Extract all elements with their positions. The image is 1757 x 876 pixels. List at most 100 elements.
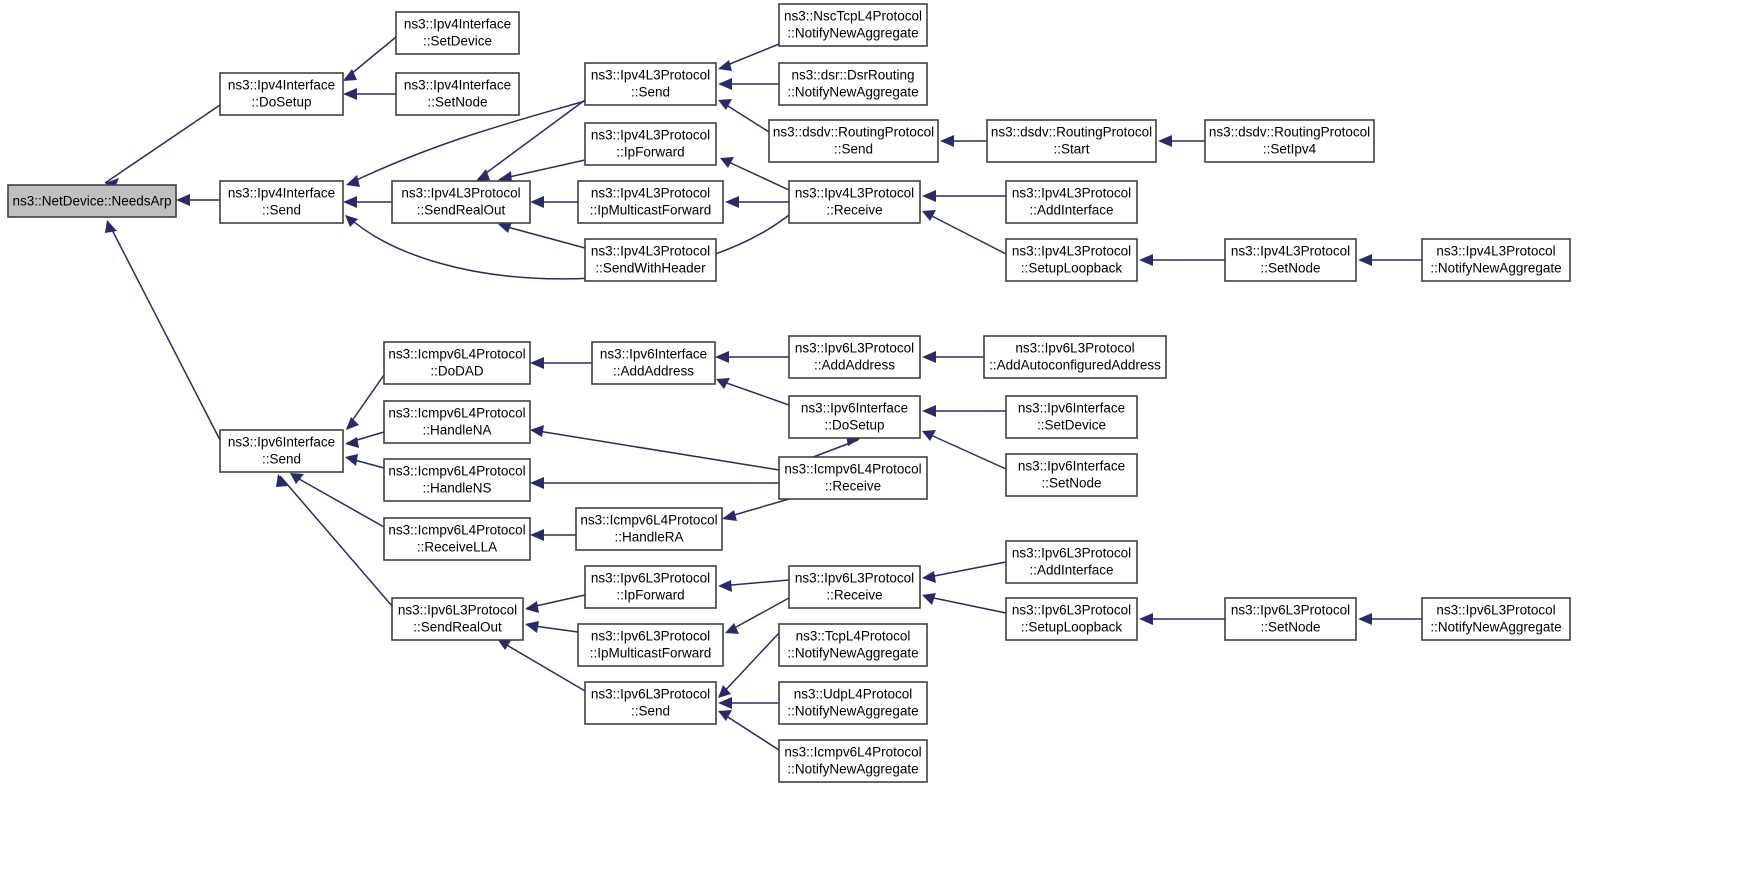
- node-box[interactable]: [391, 180, 531, 224]
- node-box[interactable]: [1005, 180, 1138, 224]
- node-box[interactable]: [383, 341, 531, 385]
- graph-node-ip4l3_sendwithheader[interactable]: ns3::Ipv4L3Protocol::SendWithHeader: [584, 238, 717, 282]
- graph-node-ip4l3_ipforward[interactable]: ns3::Ipv4L3Protocol::IpForward: [584, 122, 717, 166]
- graph-node-ip4l3_ipmcfwd[interactable]: ns3::Ipv4L3Protocol::IpMulticastForward: [577, 180, 724, 224]
- node-box[interactable]: [391, 597, 524, 641]
- graph-node-ip6l3_ipmcfwd[interactable]: ns3::Ipv6L3Protocol::IpMulticastForward: [577, 623, 724, 667]
- graph-node-ip6l3_addaddress[interactable]: ns3::Ipv6L3Protocol::AddAddress: [788, 335, 921, 379]
- graph-node-ip4l3_send[interactable]: ns3::Ipv4L3Protocol::Send: [584, 62, 717, 106]
- graph-node-ip6l3_send[interactable]: ns3::Ipv6L3Protocol::Send: [584, 681, 717, 725]
- node-box[interactable]: [219, 180, 344, 224]
- arrowhead-icon: [290, 473, 304, 484]
- node-box[interactable]: [1005, 540, 1138, 584]
- node-box[interactable]: [584, 238, 717, 282]
- node-box[interactable]: [986, 119, 1157, 163]
- graph-node-icmp6_receive[interactable]: ns3::Icmpv6L4Protocol::Receive: [778, 456, 928, 500]
- node-box[interactable]: [395, 72, 520, 116]
- call-edge-ip4l3_send-to-ip4l3_sendrealout: [477, 99, 586, 180]
- call-edge-ip4l3_setuploopback-to-ip4l3_receive: [923, 211, 1007, 255]
- node-box[interactable]: [983, 335, 1167, 379]
- node-box[interactable]: [584, 565, 717, 609]
- graph-node-tcp_nna[interactable]: ns3::TcpL4Protocol::NotifyNewAggregate: [778, 623, 928, 667]
- graph-node-icmp6_handlens[interactable]: ns3::Icmpv6L4Protocol::HandleNS: [383, 458, 531, 502]
- node-box[interactable]: [584, 62, 717, 106]
- graph-node-ip4if_dosetup[interactable]: ns3::Ipv4Interface::DoSetup: [219, 72, 344, 116]
- node-label-line2: ::AddInterface: [1029, 563, 1113, 578]
- node-box[interactable]: [778, 62, 928, 106]
- node-box[interactable]: [383, 517, 531, 561]
- graph-node-ip4l3_nna[interactable]: ns3::Ipv4L3Protocol::NotifyNewAggregate: [1421, 238, 1571, 282]
- graph-node-ip6l3_setnode[interactable]: ns3::Ipv6L3Protocol::SetNode: [1224, 597, 1357, 641]
- node-box[interactable]: [788, 395, 921, 439]
- graph-node-ip6if_setnode[interactable]: ns3::Ipv6Interface::SetNode: [1005, 453, 1138, 497]
- node-box[interactable]: [1005, 395, 1138, 439]
- graph-node-ip4if_setdevice[interactable]: ns3::Ipv4Interface::SetDevice: [395, 11, 520, 55]
- graph-node-ip6if_dosetup[interactable]: ns3::Ipv6Interface::DoSetup: [788, 395, 921, 439]
- node-box[interactable]: [1421, 238, 1571, 282]
- graph-node-nsctcp_nna[interactable]: ns3::NscTcpL4Protocol::NotifyNewAggregat…: [778, 3, 928, 47]
- call-edge-ip4if_dosetup-to-needsarp: [104, 104, 221, 184]
- graph-node-ip4l3_receive[interactable]: ns3::Ipv4L3Protocol::Receive: [788, 180, 921, 224]
- node-box[interactable]: [768, 119, 939, 163]
- node-box[interactable]: [788, 180, 921, 224]
- node-label-line2: ::Send: [834, 142, 873, 157]
- graph-node-ip6if_send[interactable]: ns3::Ipv6Interface::Send: [219, 429, 344, 473]
- graph-node-ip6if_setdevice[interactable]: ns3::Ipv6Interface::SetDevice: [1005, 395, 1138, 439]
- node-box[interactable]: [1224, 597, 1357, 641]
- graph-node-dsdv_setipv4[interactable]: ns3::dsdv::RoutingProtocol::SetIpv4: [1204, 119, 1375, 163]
- node-box[interactable]: [778, 456, 928, 500]
- node-box[interactable]: [591, 341, 716, 385]
- graph-node-icmp6_dodad[interactable]: ns3::Icmpv6L4Protocol::DoDAD: [383, 341, 531, 385]
- node-label-line2: ::Receive: [826, 588, 882, 603]
- graph-node-dsdv_start[interactable]: ns3::dsdv::RoutingProtocol::Start: [986, 119, 1157, 163]
- node-box[interactable]: [1204, 119, 1375, 163]
- node-box[interactable]: [1005, 238, 1138, 282]
- node-label-line1: ns3::Ipv4L3Protocol: [591, 128, 710, 143]
- node-box[interactable]: [575, 507, 723, 551]
- node-box[interactable]: [1005, 453, 1138, 497]
- graph-node-ip4l3_sendrealout[interactable]: ns3::Ipv4L3Protocol::SendRealOut: [391, 180, 531, 224]
- node-box[interactable]: [584, 122, 717, 166]
- node-box[interactable]: [7, 184, 177, 218]
- graph-node-ip6l3_setuploopback[interactable]: ns3::Ipv6L3Protocol::SetupLoopback: [1005, 597, 1138, 641]
- graph-node-ip4if_send[interactable]: ns3::Ipv4Interface::Send: [219, 180, 344, 224]
- node-box[interactable]: [788, 565, 921, 609]
- node-box[interactable]: [778, 623, 928, 667]
- node-box[interactable]: [584, 681, 717, 725]
- node-box[interactable]: [383, 458, 531, 502]
- graph-node-ip6l3_receive[interactable]: ns3::Ipv6L3Protocol::Receive: [788, 565, 921, 609]
- node-box[interactable]: [395, 11, 520, 55]
- node-box[interactable]: [1224, 238, 1357, 282]
- node-box[interactable]: [219, 72, 344, 116]
- graph-node-udp_nna[interactable]: ns3::UdpL4Protocol::NotifyNewAggregate: [778, 681, 928, 725]
- graph-node-dsdv_send[interactable]: ns3::dsdv::RoutingProtocol::Send: [768, 119, 939, 163]
- node-label-line2: ::Receive: [825, 479, 881, 494]
- node-box[interactable]: [1421, 597, 1571, 641]
- node-box[interactable]: [577, 623, 724, 667]
- graph-node-ip6l3_sendrealout[interactable]: ns3::Ipv6L3Protocol::SendRealOut: [391, 597, 524, 641]
- graph-node-ip6l3_nna[interactable]: ns3::Ipv6L3Protocol::NotifyNewAggregate: [1421, 597, 1571, 641]
- graph-node-icmp6_handlera[interactable]: ns3::Icmpv6L4Protocol::HandleRA: [575, 507, 723, 551]
- node-box[interactable]: [778, 3, 928, 47]
- graph-node-ip6l3_addiface[interactable]: ns3::Ipv6L3Protocol::AddInterface: [1005, 540, 1138, 584]
- arrowhead-icon: [345, 437, 359, 448]
- graph-node-ip6l3_ipforward[interactable]: ns3::Ipv6L3Protocol::IpForward: [584, 565, 717, 609]
- graph-node-needsarp[interactable]: ns3::NetDevice::NeedsArp: [7, 184, 177, 218]
- graph-node-ip6l3_addautoaddr[interactable]: ns3::Ipv6L3Protocol::AddAutoconfiguredAd…: [983, 335, 1167, 379]
- graph-node-ip4if_setnode[interactable]: ns3::Ipv4Interface::SetNode: [395, 72, 520, 116]
- node-box[interactable]: [778, 739, 928, 783]
- graph-node-ip4l3_addiface[interactable]: ns3::Ipv4L3Protocol::AddInterface: [1005, 180, 1138, 224]
- graph-node-icmp6_nna[interactable]: ns3::Icmpv6L4Protocol::NotifyNewAggregat…: [778, 739, 928, 783]
- node-box[interactable]: [219, 429, 344, 473]
- graph-node-icmp6_receivella[interactable]: ns3::Icmpv6L4Protocol::ReceiveLLA: [383, 517, 531, 561]
- graph-node-icmp6_handlena[interactable]: ns3::Icmpv6L4Protocol::HandleNA: [383, 400, 531, 444]
- node-box[interactable]: [1005, 597, 1138, 641]
- node-box[interactable]: [788, 335, 921, 379]
- graph-node-ip4l3_setnode[interactable]: ns3::Ipv4L3Protocol::SetNode: [1224, 238, 1357, 282]
- node-box[interactable]: [577, 180, 724, 224]
- node-box[interactable]: [383, 400, 531, 444]
- node-box[interactable]: [778, 681, 928, 725]
- graph-node-dsr_nna[interactable]: ns3::dsr::DsrRouting::NotifyNewAggregate: [778, 62, 928, 106]
- graph-node-ip4l3_setuploopback[interactable]: ns3::Ipv4L3Protocol::SetupLoopback: [1005, 238, 1138, 282]
- graph-node-ip6if_addaddress[interactable]: ns3::Ipv6Interface::AddAddress: [591, 341, 716, 385]
